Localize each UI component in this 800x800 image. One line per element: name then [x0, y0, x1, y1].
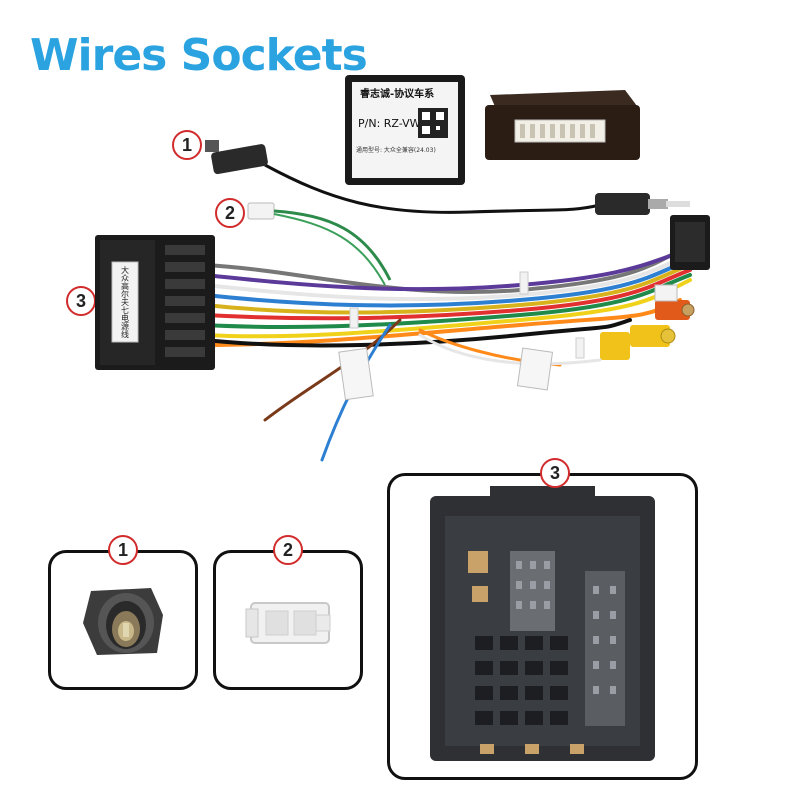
callout-3: 3: [66, 286, 96, 316]
decoder-box-side: [485, 90, 640, 160]
head-unit-connector: [670, 215, 710, 270]
detail-panel-2: [213, 550, 363, 690]
panel-1-number: 1: [108, 535, 138, 565]
quadlock-connector: 大众高尔夫七电源线: [95, 235, 215, 370]
small-connector: [247, 202, 392, 286]
callout-2: 2: [215, 198, 245, 228]
harness-label: 大众高尔夫七电源线: [121, 265, 130, 338]
wire-bundle: [203, 243, 692, 462]
page-title: Wires Sockets: [30, 30, 368, 81]
panel-3-number: 3: [540, 458, 570, 488]
socket-closeup: [430, 486, 655, 761]
decoder-box: 睿志诚-协议车系 P/N: RZ-VW08 通用型号: 大众全兼容(24.03): [345, 75, 465, 185]
decoder-line3: 通用型号: 大众全兼容(24.03): [356, 146, 436, 154]
white-connector-closeup: [245, 602, 331, 644]
antenna-plug-closeup: [83, 588, 163, 655]
callout-1: 1: [172, 130, 202, 160]
detail-panel-1: [48, 550, 198, 690]
rca-connectors: [600, 284, 695, 360]
decoder-line2: P/N: RZ-VW08: [358, 117, 434, 130]
panel-2-number: 2: [273, 535, 303, 565]
detail-panel-3: [387, 473, 698, 780]
decoder-line1: 睿志诚-协议车系: [360, 87, 434, 100]
antenna-cable: [205, 140, 690, 215]
